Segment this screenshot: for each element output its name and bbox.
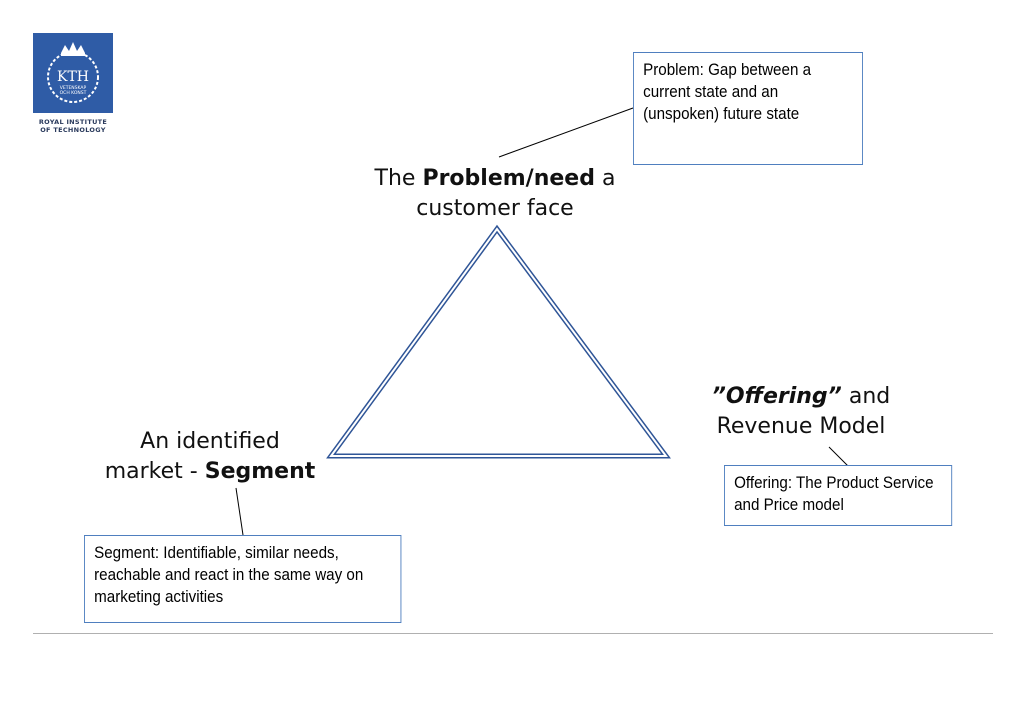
problem-need-line2: customer face <box>416 196 574 221</box>
kth-logo: KTH VETENSKAP OCH KONST <box>33 33 113 113</box>
offering-callout: Offering: The Product Service and Price … <box>724 465 953 526</box>
logo-motto-2: OCH KONST <box>60 90 87 96</box>
problem-need-post: a <box>594 166 616 191</box>
kth-emblem: KTH VETENSKAP OCH KONST <box>33 33 113 113</box>
triangle-inner <box>329 227 668 457</box>
offering-line1: ”Offering” and <box>660 382 942 412</box>
problem-callout: Problem: Gap between a current state and… <box>633 52 863 165</box>
logo-caption: ROYAL INSTITUTE OF TECHNOLOGY <box>18 118 128 134</box>
offering-callout-text: Offering: The Product Service and Price … <box>734 474 934 514</box>
problem-need-pre: The <box>374 166 423 191</box>
problem-need-bold: Problem/need <box>422 166 595 191</box>
triangle-outer <box>326 224 671 459</box>
offering-line2: Revenue Model <box>716 414 886 439</box>
segment-pre: market - <box>104 459 205 484</box>
problem-connector <box>498 107 634 158</box>
segment-label: An identified market - Segment <box>60 427 360 487</box>
segment-line1: An identified <box>140 429 280 454</box>
logo-motto-1: VETENSKAP <box>60 85 87 91</box>
problem-need-line1: The Problem/need a <box>330 164 660 194</box>
segment-connector <box>235 487 244 536</box>
offering-label: ”Offering” and Revenue Model <box>660 382 942 442</box>
segment-callout-text: Segment: Identifiable, similar needs, re… <box>94 544 364 606</box>
logo-caption-line1: ROYAL INSTITUTE <box>38 118 108 126</box>
logo-caption-line2: OF TECHNOLOGY <box>40 126 106 134</box>
footer-divider <box>33 633 993 634</box>
problem-need-label: The Problem/need a customer face <box>330 164 660 224</box>
segment-callout: Segment: Identifiable, similar needs, re… <box>84 535 402 623</box>
segment-bold: Segment <box>204 459 316 484</box>
logo-abbr: KTH <box>57 69 89 85</box>
offering-post: and <box>841 384 891 409</box>
problem-callout-text: Problem: Gap between a current state and… <box>643 61 812 123</box>
offering-bold: ”Offering” <box>711 384 842 409</box>
segment-line2: market - Segment <box>60 457 360 487</box>
offering-connector <box>828 446 849 467</box>
crown-wreath-icon: KTH VETENSKAP OCH KONST <box>47 42 99 103</box>
